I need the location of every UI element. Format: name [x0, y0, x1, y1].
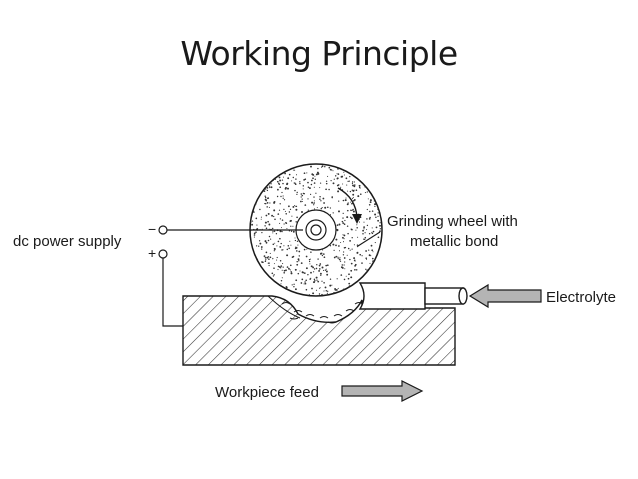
dc-power-supply-label: dc power supply: [13, 233, 122, 250]
slide-title: Working Principle: [180, 34, 458, 73]
rotation-arrow-icon: [337, 187, 362, 224]
minus-terminal-label: −: [148, 221, 156, 237]
plus-terminal-label: +: [148, 245, 156, 261]
wheel-label-line1: Grinding wheel with: [387, 213, 518, 230]
wheel-label-line2: metallic bond: [410, 233, 498, 250]
electrolyte-film: [267, 295, 364, 324]
power-wiring: [158, 225, 303, 327]
electrolyte-arrow-icon: [468, 283, 542, 309]
feed-arrow-icon: [341, 380, 424, 402]
workpiece-feed-label: Workpiece feed: [215, 384, 319, 401]
electrolyte-nozzle: [358, 282, 468, 310]
electrolyte-label: Electrolyte: [546, 289, 616, 306]
workpiece: [182, 295, 456, 366]
wheel-leader-line: [357, 231, 381, 247]
